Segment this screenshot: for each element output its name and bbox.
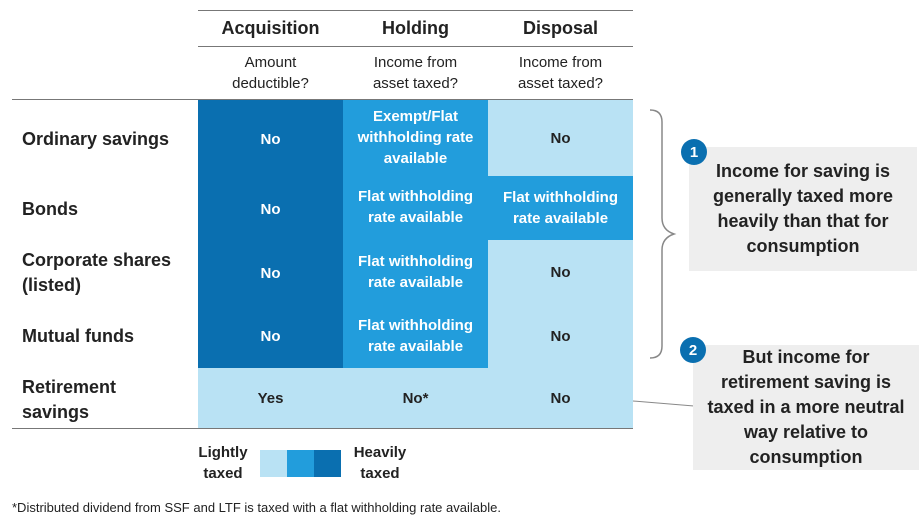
callout-box-2: But income for retirement saving is taxe… xyxy=(693,345,919,470)
cell-retirement-holding: No* xyxy=(343,368,488,428)
column-subheader-disposal: Income from asset taxed? xyxy=(517,54,604,92)
cell-corporate-shares-disposal: No xyxy=(488,240,633,304)
cell-bonds-acquisition: No xyxy=(260,200,281,218)
cell-mutual-funds-disposal: No xyxy=(488,304,633,368)
callout-badge-2: 2 xyxy=(680,337,706,363)
column-subheader-holding: Income from asset taxed? xyxy=(372,54,459,92)
cell-mutual-funds-acquisition: No xyxy=(260,327,281,345)
cell-ordinary-savings-acquisition: No xyxy=(260,130,281,148)
column-subheader-acquisition: Amount deductible? xyxy=(232,54,309,92)
cell-bonds-disposal: Flat withholding rate available xyxy=(488,176,633,240)
cell-corporate-shares-holding: Flat withholding rate available xyxy=(358,253,473,291)
cell-ordinary-savings-holding: Exempt/Flat withholding rate available xyxy=(357,107,474,167)
legend-swatch-heavy xyxy=(314,450,341,477)
cell-ordinary-savings-disposal: No xyxy=(488,100,633,176)
callout-badge-1: 1 xyxy=(681,139,707,165)
header-top-rule xyxy=(198,10,633,11)
table-bottom-rule xyxy=(12,428,633,429)
cell-retirement-acquisition: Yes xyxy=(198,368,343,428)
retirement-connector-line xyxy=(632,400,695,407)
callout-box-1: Income for saving is generally taxed mor… xyxy=(689,147,917,271)
column-header-acquisition: Acquisition xyxy=(221,18,320,38)
row-label-mutual-funds: Mutual funds xyxy=(22,325,134,346)
header-bottom-rule xyxy=(12,99,633,100)
cell-corporate-shares-acquisition: No xyxy=(260,264,281,282)
column-header-holding: Holding xyxy=(382,18,449,38)
row-label-retirement-savings: Retirement savings xyxy=(22,377,117,422)
curly-brace xyxy=(649,109,677,359)
brace-connector xyxy=(632,109,695,407)
holding-medium-block xyxy=(343,100,488,368)
column-header-disposal: Disposal xyxy=(522,18,599,38)
legend-swatch-medium xyxy=(287,450,314,477)
legend-heavily-taxed: Heavily taxed xyxy=(353,444,407,482)
row-label-corporate-shares: Corporate shares (listed) xyxy=(22,250,172,295)
cell-bonds-holding: Flat withholding rate available xyxy=(358,188,473,226)
legend-lightly-taxed: Lightly taxed xyxy=(198,444,248,482)
footnote: *Distributed dividend from SSF and LTF i… xyxy=(12,500,501,515)
cell-mutual-funds-holding: Flat withholding rate available xyxy=(358,317,473,355)
acquisition-heavy-block xyxy=(198,100,343,368)
row-label-bonds: Bonds xyxy=(22,198,78,219)
cell-retirement-disposal: No xyxy=(488,368,633,428)
row-label-ordinary-savings: Ordinary savings xyxy=(22,128,170,149)
legend-swatch-light xyxy=(260,450,287,477)
header-mid-rule xyxy=(198,46,633,47)
